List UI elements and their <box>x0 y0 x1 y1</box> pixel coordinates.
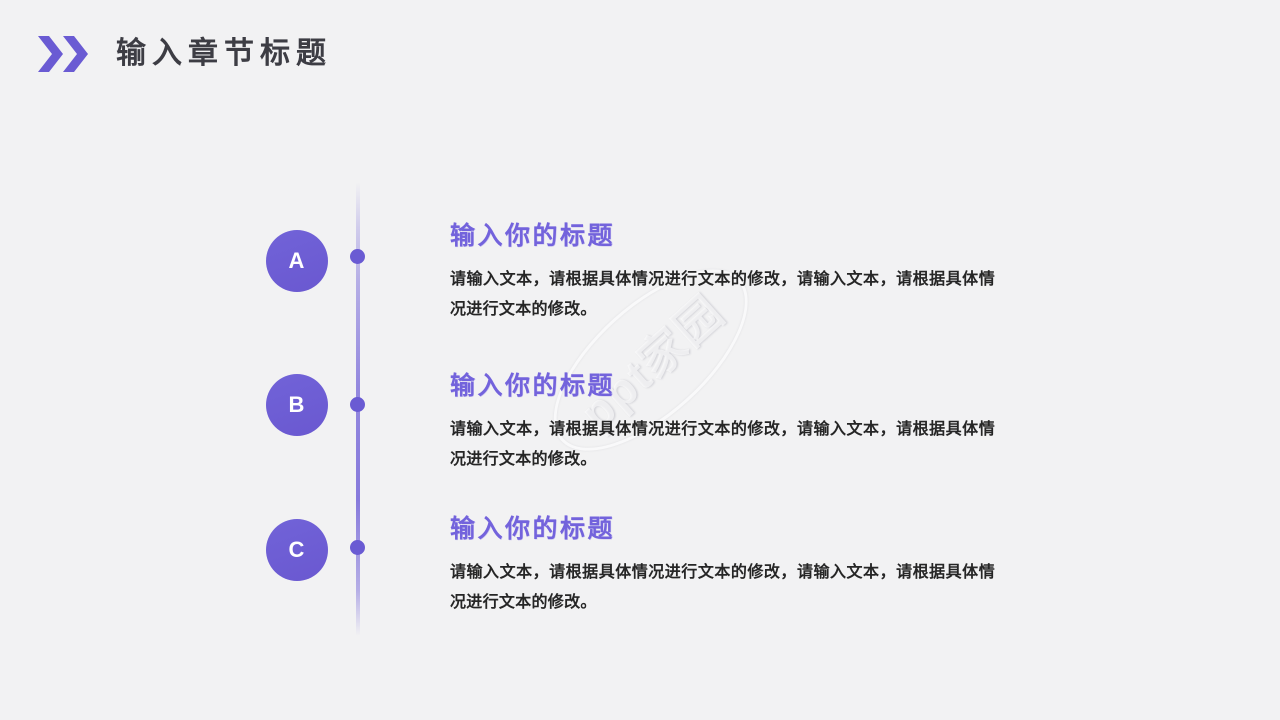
item-body-text: 请输入文本，请根据具体情况进行文本的修改，请输入文本，请根据具体情况进行文本的修… <box>450 564 995 611</box>
item-title: 输入你的标题 <box>450 222 616 250</box>
timeline-item: 输入你的标题 请输入文本，请根据具体情况进行文本的修改，请输入文本，请根据具体情… <box>450 221 995 325</box>
timeline-item: 输入你的标题 请输入文本，请根据具体情况进行文本的修改，请输入文本，请根据具体情… <box>450 371 995 475</box>
item-body-text: 请输入文本，请根据具体情况进行文本的修改，请输入文本，请根据具体情况进行文本的修… <box>450 421 995 468</box>
timeline-dot-b <box>350 397 365 412</box>
timeline-badge-c: C <box>266 519 328 581</box>
item-body-text: 请输入文本，请根据具体情况进行文本的修改，请输入文本，请根据具体情况进行文本的修… <box>450 271 995 318</box>
double-chevron-right-icon <box>38 36 88 72</box>
item-title: 输入你的标题 <box>450 515 616 543</box>
timeline-dot-a <box>350 249 365 264</box>
page-title: 输入章节标题 <box>116 37 332 70</box>
slide-header: 输入章节标题 <box>38 36 332 72</box>
item-title: 输入你的标题 <box>450 372 616 400</box>
timeline-badge-b: B <box>266 374 328 436</box>
timeline-item: 输入你的标题 请输入文本，请根据具体情况进行文本的修改，请输入文本，请根据具体情… <box>450 514 995 618</box>
timeline-dot-c <box>350 540 365 555</box>
timeline-badge-a: A <box>266 230 328 292</box>
